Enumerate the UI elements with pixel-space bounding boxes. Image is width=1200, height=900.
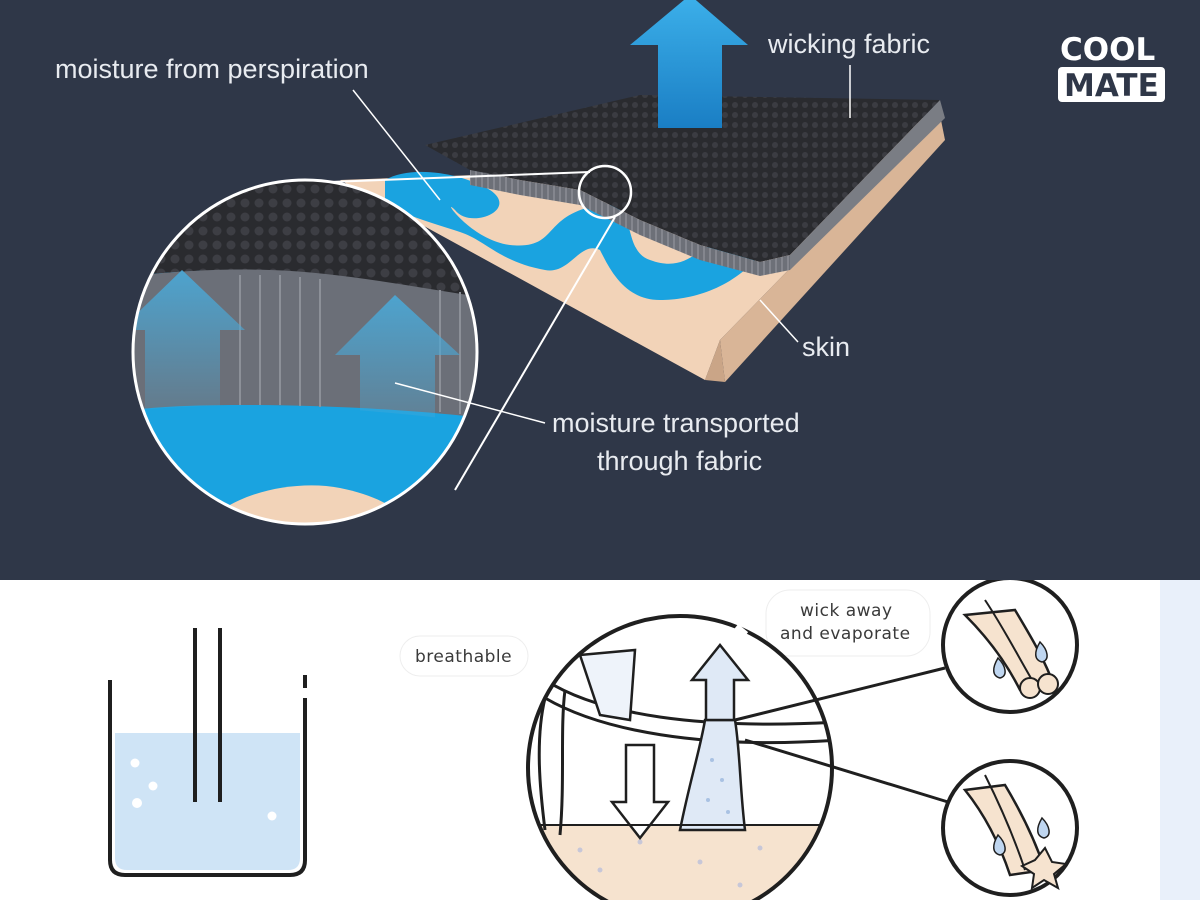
breathable-tag: breathable: [399, 635, 529, 677]
label-wicking-fabric: wicking fabric: [767, 29, 930, 59]
coolmate-logo: COOL MATE: [1058, 32, 1165, 104]
label-and-evaporate: and evaporate: [780, 624, 911, 644]
zoom-origin-circle: [577, 164, 633, 220]
label-moisture-from-perspiration: moisture from perspiration: [55, 54, 369, 84]
fiber-detail-bottom: [941, 759, 1079, 897]
evaporation-arrow-icon: [630, 0, 748, 128]
label-skin: skin: [802, 332, 850, 362]
logo-line-1: COOL: [1060, 32, 1155, 68]
wicking-fabric-layer: [425, 95, 945, 276]
zoom-line-top: [329, 171, 591, 183]
logo-line-2: MATE: [1064, 68, 1159, 104]
connector-line-bottom: [744, 738, 949, 804]
wick-away-tag: wick away and evaporate: [765, 589, 931, 657]
fiber-detail-top: [941, 580, 1079, 714]
sidebar-strip: [1160, 580, 1200, 900]
sweat-puddles: [385, 171, 760, 300]
label-wick-away: wick away: [800, 601, 893, 621]
fabric-cross-section: [526, 614, 834, 900]
wicking-fabric-illustration: moisture from perspiration wicking fabri…: [55, 0, 1165, 526]
leader-line-transported: [394, 382, 546, 424]
capillary-illustration: breathable wick away and evaporate: [108, 580, 1200, 900]
connector-line-top: [734, 666, 946, 722]
wicking-diagram-panel: moisture from perspiration wicking fabri…: [0, 0, 1200, 580]
label-moisture-transported: moisture transported: [552, 408, 800, 438]
leader-line-skin: [759, 299, 799, 343]
leader-line-perspiration: [352, 89, 441, 201]
label-through-fabric: through fabric: [597, 446, 762, 476]
zoom-line-bottom: [454, 216, 616, 491]
beaker-icon: [108, 628, 307, 877]
label-breathable: breathable: [415, 647, 512, 667]
capillary-diagram-panel: breathable wick away and evaporate: [0, 580, 1200, 900]
